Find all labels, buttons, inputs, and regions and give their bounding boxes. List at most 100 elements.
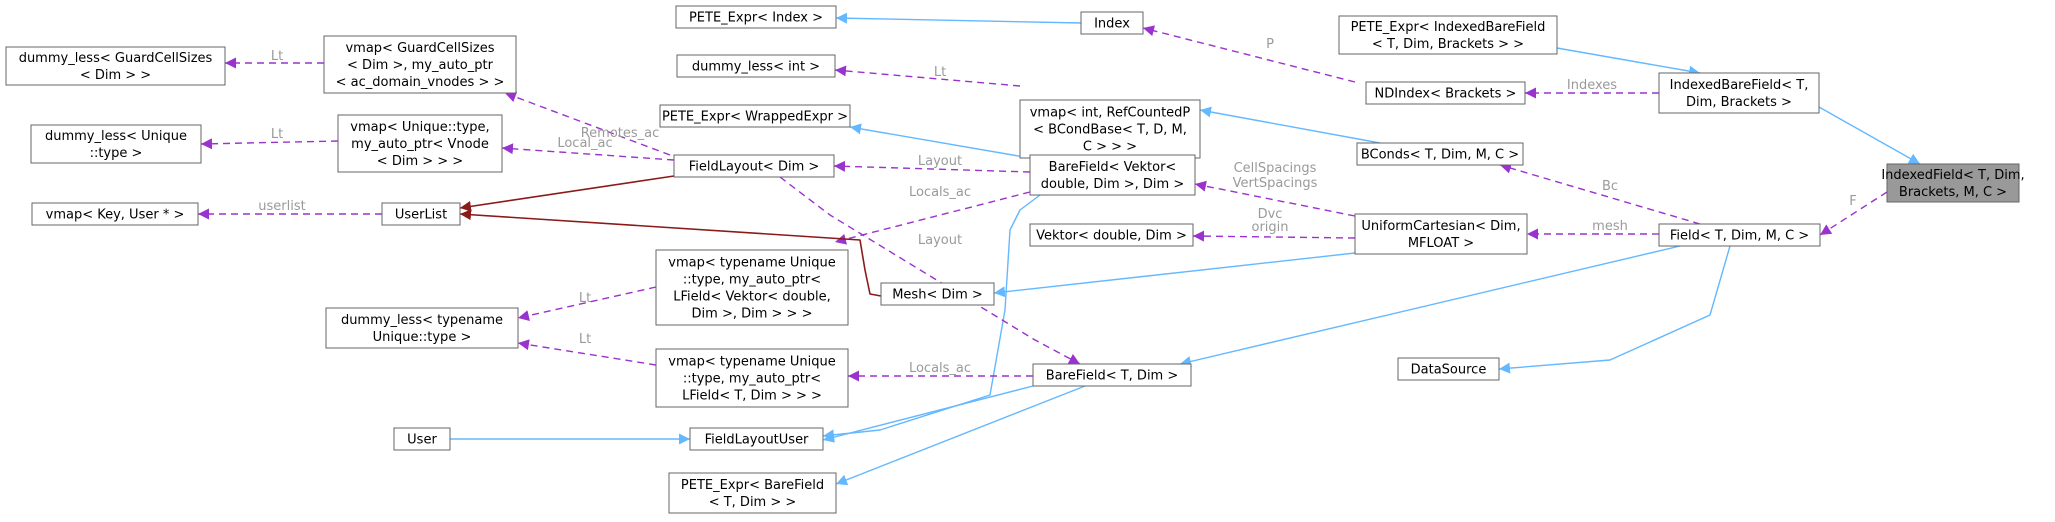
class-node-vmap-ku[interactable]: vmap< Key, User * > [31, 202, 199, 226]
class-node-box [1658, 72, 1820, 114]
class-node-data-source[interactable]: DataSource [1397, 357, 1500, 381]
edge-label: userlist [258, 199, 305, 214]
inheritance-edge-data-source-to-field [1498, 245, 1731, 374]
class-node-vmap-lfv[interactable]: vmap< typename Unique::type, my_auto_ptr… [655, 249, 849, 326]
class-node-box [1029, 154, 1196, 196]
class-node-uniform-cartesian[interactable]: UniformCartesian< Dim,MFLOAT > [1354, 213, 1528, 255]
class-node-user-list[interactable]: UserList [381, 202, 461, 226]
class-node-label: dummy_less< typename [341, 313, 503, 328]
edge-label: Lt [271, 49, 283, 64]
inheritance-edge-pete-ibf-to-indexed-bare-field [1556, 47, 1701, 77]
class-node-pete-bf[interactable]: PETE_Expr< BareField < T, Dim > > [668, 472, 837, 514]
class-node-label: LField< Vektor< double, [673, 290, 831, 305]
class-node-box [1338, 15, 1558, 55]
class-node-label: IndexedBareField< T, [1670, 78, 1809, 93]
class-node-box [1019, 99, 1201, 159]
usage-edge-index-to-ndindex [1142, 25, 1356, 83]
inheritance-edge-mesh-dim-to-uniform-cartesian [993, 252, 1356, 298]
class-node-box [880, 282, 995, 306]
class-node-vmap-gcs[interactable]: vmap< GuardCellSizes< Dim >, my_auto_ptr… [323, 35, 517, 94]
edge-label: Indexes [1567, 78, 1617, 93]
usage-edge-vmap-lfv-to-bare-field-vektor [834, 191, 1031, 245]
class-node-label: FieldLayout< Dim > [689, 160, 820, 175]
edge-label: P [1266, 37, 1274, 52]
edge-label: Bc [1602, 179, 1618, 194]
class-node-pete-ibf[interactable]: PETE_Expr< IndexedBareField< T, Dim, Bra… [1338, 15, 1558, 55]
class-node-box [1658, 223, 1821, 247]
usage-edge-field-layout-to-bare-field-vektor [833, 160, 1031, 173]
class-node-label: Unique::type > [373, 330, 472, 345]
edge-label: VertSpacings [1233, 176, 1318, 191]
class-node-label: < T, Dim > > [709, 495, 797, 510]
usage-edge-field-layout-to-bare-field-t [779, 176, 1081, 365]
class-node-ndindex[interactable]: NDIndex< Brackets > [1365, 81, 1526, 105]
class-node-label: vmap< int, RefCountedP [1030, 106, 1191, 121]
class-node-bconds[interactable]: BConds< T, Dim, M, C > [1356, 142, 1524, 166]
class-node-box [676, 54, 836, 78]
class-node-field-layout-user[interactable]: FieldLayoutUser [689, 427, 824, 451]
class-node-user[interactable]: User [393, 427, 451, 451]
class-node-label: PETE_Expr< Index > [689, 11, 823, 26]
class-node-dl-int[interactable]: dummy_less< int > [676, 54, 836, 78]
class-node-box [381, 202, 461, 226]
class-node-label: dummy_less< Unique [45, 129, 187, 144]
class-node-label: Mesh< Dim > [892, 288, 983, 303]
class-node-label: < Dim > > [80, 68, 151, 83]
class-node-label: PETE_Expr< IndexedBareField [1351, 20, 1546, 35]
ownership-edge-mesh-dim-to-user-list [459, 209, 882, 297]
usage-edge-vektor-double-to-uniform-cartesian [1192, 230, 1356, 242]
class-node-label: IndexedField< T, Dim, [1881, 168, 2024, 183]
usage-edge-bconds-to-field [1499, 162, 1701, 225]
class-node-field[interactable]: Field< T, Dim, M, C > [1658, 223, 1821, 247]
class-node-bare-field-vektor[interactable]: BareField< Vektor<double, Dim >, Dim > [1029, 154, 1196, 196]
class-node-label: FieldLayoutUser [705, 433, 809, 448]
edge-label: Layout [918, 154, 962, 169]
class-node-box [1397, 357, 1500, 381]
class-node-vmap-rcp[interactable]: vmap< int, RefCountedP< BCondBase< T, D,… [1019, 99, 1201, 159]
class-node-label: Field< T, Dim, M, C > [1670, 229, 1809, 244]
edge-label: Lt [579, 291, 591, 306]
class-node-dl-gcs[interactable]: dummy_less< GuardCellSizes < Dim > > [5, 46, 226, 86]
edge-label: Lt [934, 65, 946, 80]
class-node-dl-unique[interactable]: dummy_less< Unique::type > [30, 124, 202, 164]
class-node-index[interactable]: Index [1080, 11, 1144, 35]
class-node-vmap-uv[interactable]: vmap< Unique::type,my_auto_ptr< Vnode< D… [337, 114, 503, 173]
class-node-label: ::type, my_auto_ptr< [683, 273, 821, 288]
class-node-box [1032, 363, 1192, 387]
class-node-indexed-field[interactable]: IndexedField< T, Dim,Brackets, M, C > [1881, 163, 2025, 203]
inheritance-edge-pete-we-to-bare-field-vektor [849, 123, 1031, 159]
inheritance-edge-bare-field-t-to-field [1179, 245, 1681, 367]
class-node-vektor-double[interactable]: Vektor< double, Dim > [1029, 223, 1194, 247]
edge-labels-layer: FIndexesPBcmeshLtCellSpacingsVertSpacing… [258, 37, 1856, 376]
class-node-pete-index[interactable]: PETE_Expr< Index > [675, 5, 837, 29]
class-node-label: LField< T, Dim > > > [682, 389, 822, 404]
inheritance-edge-field-layout-user-to-bare-field-vektor [822, 194, 1041, 441]
class-node-pete-we[interactable]: PETE_Expr< WrappedExpr > [659, 104, 851, 128]
class-node-label: Vektor< double, Dim > [1036, 229, 1187, 244]
class-node-indexed-bare-field[interactable]: IndexedBareField< T,Dim, Brackets > [1658, 72, 1820, 114]
class-node-box [655, 348, 849, 408]
class-node-box [1886, 163, 2020, 203]
class-node-box [5, 46, 226, 86]
class-node-label: < ac_domain_vnodes > > [336, 75, 505, 90]
class-node-vmap-lft[interactable]: vmap< typename Unique::type, my_auto_ptr… [655, 348, 849, 408]
class-node-label: dummy_less< GuardCellSizes [19, 51, 213, 66]
ownership-edge-field-layout-to-user-list [459, 175, 675, 212]
class-node-box [30, 124, 202, 164]
class-node-mesh-dim[interactable]: Mesh< Dim > [880, 282, 995, 306]
class-node-box [325, 307, 519, 349]
edge-label: Locals_ac [909, 361, 971, 376]
usage-edge-dl-int-to-vmap-rcp [834, 65, 1021, 87]
class-node-label: < Dim > > > [377, 154, 463, 169]
class-node-box [1080, 11, 1144, 35]
usage-edge-dl-unique-to-vmap-uv [200, 138, 339, 150]
usage-edge-bare-field-vektor-to-uniform-cartesian [1194, 180, 1356, 217]
class-node-box [673, 154, 835, 178]
inheritance-edge-field-layout-user-to-bare-field-t [822, 385, 1034, 443]
class-node-label: PETE_Expr< BareField [681, 478, 824, 493]
class-node-bare-field-t[interactable]: BareField< T, Dim > [1032, 363, 1192, 387]
edges-layer [198, 12, 1921, 486]
class-node-field-layout[interactable]: FieldLayout< Dim > [673, 154, 835, 178]
nodes-layer: IndexedField< T, Dim,Brackets, M, C >Ind… [5, 5, 2025, 514]
